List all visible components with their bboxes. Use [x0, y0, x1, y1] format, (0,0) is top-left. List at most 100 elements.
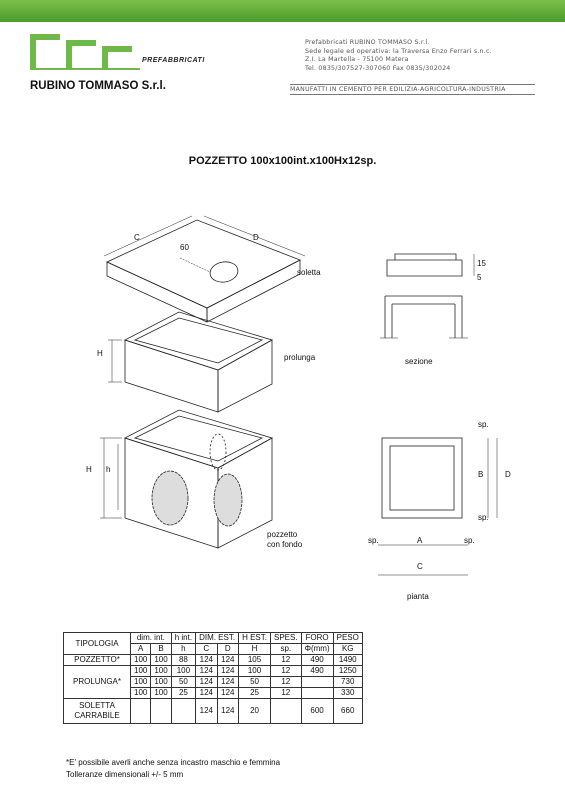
dim-label-a: A	[417, 536, 423, 545]
table-cell: 100	[129, 665, 152, 677]
dim-label-60: 60	[180, 243, 189, 252]
page-title: POZZETTO 100x100int.x100Hx12sp.	[188, 155, 377, 167]
con-fondo-label: con fondo	[267, 540, 303, 549]
col-sub-mm: Φ(mm)	[300, 643, 334, 655]
table-cell: 660	[332, 698, 363, 724]
col-header-foro: FORO	[300, 632, 334, 644]
table-row: POZZETTO* 100 100 88 124 124 105 12 490 …	[63, 654, 363, 666]
dim-label-sp-top: sp.	[478, 420, 489, 429]
table-cell: 490	[300, 654, 334, 666]
table-cell: 50	[238, 676, 271, 688]
table-cell: 25	[238, 687, 271, 699]
row-label-soletta: SOLETTA CARRABILE	[63, 698, 131, 724]
pozzetto-label: pozzetto	[267, 530, 298, 539]
table-cell: 124	[216, 698, 240, 724]
table-cell: 124	[195, 687, 218, 699]
table-cell: 100	[129, 654, 152, 666]
dim-label-h-pozzetto: H	[86, 465, 92, 474]
col-sub-h: h	[170, 643, 197, 655]
dim-label-sp-left: sp.	[368, 536, 379, 545]
table-cell	[269, 698, 302, 724]
soletta-label: soletta	[297, 268, 321, 277]
table-cell: 50	[170, 676, 197, 688]
table-cell: 124	[195, 665, 218, 677]
table-cell	[300, 676, 334, 688]
table-cell: 1250	[332, 665, 363, 677]
table-cell: 25	[170, 687, 197, 699]
company-tagline: MANUFATTI IN CEMENTO PER EDILIZIA-AGRICO…	[290, 84, 535, 95]
table-cell: 100	[129, 676, 152, 688]
notes: *E' possibile averli anche senza incastr…	[66, 757, 280, 781]
company-name: RUBINO TOMMASO S.r.l.	[30, 80, 166, 92]
col-header-spes: SPES.	[269, 632, 302, 644]
row-label-prolunga: PROLUNGA*	[63, 665, 131, 699]
info-line: Prefabbricati RUBINO TOMMASO S.r.l.	[305, 39, 430, 46]
spec-table: TIPOLOGIA dim. int. h int. DIM. EST. H E…	[63, 632, 363, 724]
col-sub-sp: sp.	[269, 643, 302, 655]
sezione-drawing	[380, 253, 475, 339]
row-label-pozzetto: POZZETTO*	[63, 654, 131, 666]
table-cell: 124	[216, 687, 240, 699]
header-green-bar	[0, 0, 565, 22]
table-row: PROLUNGA* 100 100 100 124 124 100 12 490…	[63, 665, 363, 699]
table-cell: 12	[269, 665, 302, 677]
table-cell: 100	[150, 687, 172, 699]
dim-label-h-int: h	[106, 465, 111, 474]
pozzetto-drawing	[100, 409, 274, 549]
table-cell: 100	[129, 687, 152, 699]
table-cell: 330	[332, 687, 363, 699]
note-line: Tolleranze dimensionali +/- 5 mm	[66, 770, 184, 779]
prefab-label: PREFABBRICATI	[142, 57, 205, 64]
company-logo	[30, 34, 140, 70]
table-cell: 100	[150, 665, 172, 677]
dim-label-d-plan: D	[505, 470, 511, 479]
table-cell: 600	[300, 698, 334, 724]
pianta-drawing	[378, 437, 498, 576]
table-cell: 124	[195, 654, 218, 666]
col-header-tipologia: TIPOLOGIA	[63, 632, 131, 655]
col-header-h-int: h int.	[170, 632, 197, 644]
table-cell: 124	[216, 665, 240, 677]
table-cell: 1490	[332, 654, 363, 666]
dim-label-c-plan: C	[417, 562, 423, 571]
info-line: Z.I. La Martella - 75100 Matera	[305, 56, 409, 64]
table-row: SOLETTA CARRABILE 124 124 20 600 660	[63, 698, 363, 724]
technical-drawing	[100, 215, 498, 576]
dim-label-c: C	[134, 233, 140, 242]
table-cell	[170, 698, 197, 724]
col-header-peso: PESO	[332, 632, 363, 644]
info-line: Tel. 0835/307527-307060 Fax 0835/302024	[305, 64, 451, 72]
table-cell: 105	[238, 654, 271, 666]
col-sub-c: C	[195, 643, 218, 655]
dim-label-d: D	[253, 233, 259, 242]
col-header-h-est: H EST.	[238, 632, 271, 644]
table-cell: 124	[216, 676, 240, 688]
col-sub-h-cap: H	[238, 643, 271, 655]
pianta-label: pianta	[407, 592, 429, 601]
note-line: *E' possibile averli anche senza incastr…	[66, 758, 281, 767]
info-line: Sede legale ed operativa: la Traversa En…	[305, 47, 492, 55]
soletta-drawing	[103, 215, 306, 323]
dim-label-15: 15	[477, 259, 486, 268]
table-cell: 124	[195, 676, 218, 688]
table-cell	[129, 698, 152, 724]
table-cell: 12	[269, 687, 302, 699]
table-cell: 124	[195, 698, 218, 724]
table-cell: 730	[332, 676, 363, 688]
table-cell: 100	[150, 676, 172, 688]
dim-label-sp-bottom: sp.	[478, 513, 489, 522]
company-info: Prefabbricati RUBINO TOMMASO S.r.l. Sede…	[305, 39, 492, 73]
table-header-row: TIPOLOGIA dim. int. h int. DIM. EST. H E…	[63, 632, 363, 655]
table-cell: 12	[269, 676, 302, 688]
col-sub-b: B	[150, 643, 172, 655]
table-cell: 100	[238, 665, 271, 677]
soletta-label-2: CARRABILE	[74, 711, 120, 720]
table-cell: 490	[300, 665, 334, 677]
dim-label-b: B	[478, 470, 484, 479]
dim-label-h-prolunga: H	[97, 349, 103, 358]
col-header-dim-est: DIM. EST.	[195, 632, 240, 644]
sezione-label: sezione	[405, 357, 433, 366]
table-cell	[150, 698, 172, 724]
col-sub-kg: KG	[332, 643, 363, 655]
table-cell: 100	[150, 654, 172, 666]
